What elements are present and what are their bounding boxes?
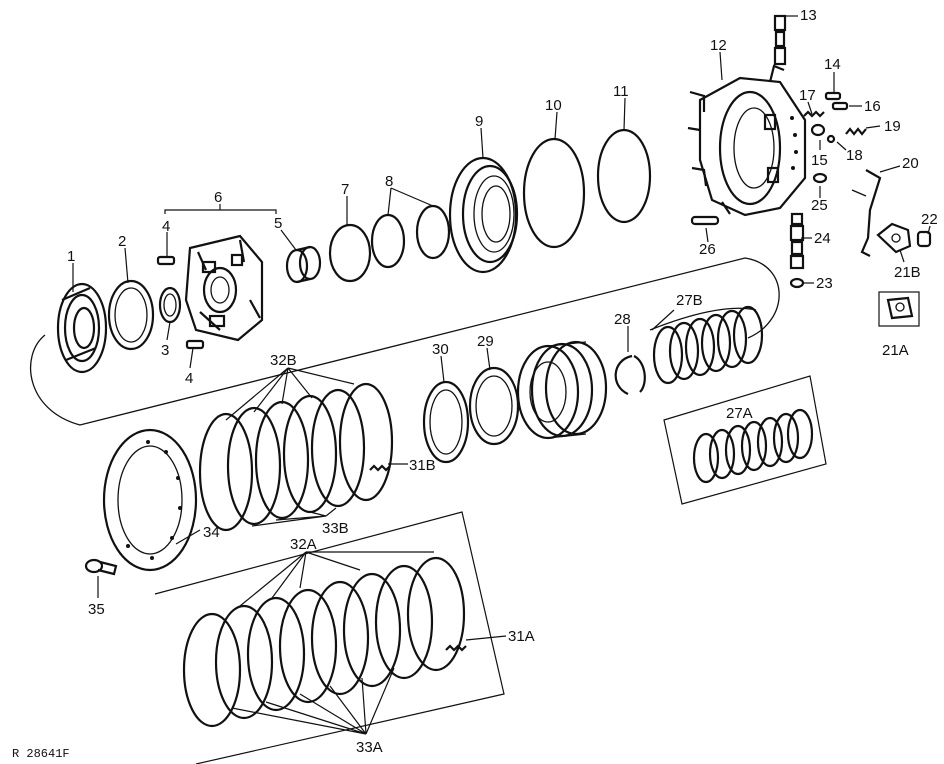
callout-34: 34 xyxy=(203,524,220,541)
callout-23: 23 xyxy=(816,275,833,292)
callout-10: 10 xyxy=(545,97,562,114)
part-25-plug xyxy=(812,172,828,184)
callout-8: 8 xyxy=(385,173,393,190)
part-17-spring xyxy=(803,110,825,118)
part-26-dowel xyxy=(690,215,720,226)
callout-17: 17 xyxy=(799,87,816,104)
part-29-plate xyxy=(468,366,520,446)
callout-4-upper: 4 xyxy=(162,218,170,235)
callout-16: 16 xyxy=(864,98,881,115)
callout-9: 9 xyxy=(475,113,483,130)
part-4-pins xyxy=(156,255,205,350)
part-9-piston xyxy=(448,156,519,274)
callout-5: 5 xyxy=(274,215,282,232)
part-34-backing-plate xyxy=(102,428,198,572)
callout-31b: 31B xyxy=(409,457,436,474)
part-7-ring xyxy=(328,223,372,283)
part-3-ring xyxy=(158,286,182,324)
leader-lines xyxy=(72,15,931,735)
part-19-spring xyxy=(845,127,867,136)
callout-31a: 31A xyxy=(508,628,535,645)
clutch-hub-pack xyxy=(516,340,608,440)
part-8-seals xyxy=(370,204,451,269)
axis-guide-line xyxy=(29,257,780,426)
callout-22: 22 xyxy=(921,211,938,228)
part-18-ball xyxy=(826,134,836,144)
part-13-fitting xyxy=(773,14,787,66)
part-21a-fitting xyxy=(878,291,920,327)
callout-33a: 33A xyxy=(356,739,383,756)
part-27b-springs xyxy=(649,305,764,385)
part-14-pin xyxy=(824,91,842,101)
drawing-reference-number: R 28641F xyxy=(12,747,70,761)
part-22-plug xyxy=(916,230,932,248)
part-20-tube xyxy=(860,169,882,257)
callout-2: 2 xyxy=(118,233,126,250)
callout-15: 15 xyxy=(811,152,828,169)
callout-28: 28 xyxy=(614,311,631,328)
callout-32a: 32A xyxy=(290,536,317,553)
callout-12: 12 xyxy=(710,37,727,54)
callout-6: 6 xyxy=(214,189,222,206)
callout-33b: 33B xyxy=(322,520,349,537)
part-27a-springs xyxy=(663,375,827,505)
part-6-housing xyxy=(184,234,264,342)
callout-26: 26 xyxy=(699,241,716,258)
part-1-hub xyxy=(56,282,108,374)
part-10-ring xyxy=(522,137,586,249)
callout-25: 25 xyxy=(811,197,828,214)
part-12-carrier xyxy=(687,64,807,217)
callout-7: 7 xyxy=(341,181,349,198)
callout-35: 35 xyxy=(88,601,105,618)
callout-19: 19 xyxy=(884,118,901,135)
callout-13: 13 xyxy=(800,7,817,24)
part-5-bushing xyxy=(285,245,322,284)
callout-24: 24 xyxy=(814,230,831,247)
callout-3: 3 xyxy=(161,342,169,359)
part-2-ring xyxy=(107,279,155,351)
callout-27b: 27B xyxy=(676,292,703,309)
callout-4-lower: 4 xyxy=(185,370,193,387)
callout-32b: 32B xyxy=(270,352,297,369)
callout-20: 20 xyxy=(902,155,919,172)
callout-21b: 21B xyxy=(894,264,921,281)
upper-clutch-disc-stack xyxy=(198,382,394,532)
part-11-ring xyxy=(596,128,652,224)
callout-30: 30 xyxy=(432,341,449,358)
part-24-fitting xyxy=(789,212,805,270)
lower-clutch-disc-stack xyxy=(154,511,505,764)
part-23-o-ring xyxy=(789,277,805,289)
callout-29: 29 xyxy=(477,333,494,350)
callout-1: 1 xyxy=(67,248,75,265)
part-35-bolt xyxy=(84,558,118,576)
callout-11: 11 xyxy=(613,83,629,100)
callout-21a: 21A xyxy=(882,342,909,359)
callout-14: 14 xyxy=(824,56,841,73)
part-15-ball xyxy=(810,123,826,137)
callout-18: 18 xyxy=(846,147,863,164)
callout-27a: 27A xyxy=(726,405,753,422)
part-28-snap-ring xyxy=(614,354,646,396)
part-30-plate xyxy=(422,380,470,464)
part-16-pin xyxy=(831,101,849,111)
part-21b-fitting xyxy=(876,222,912,254)
